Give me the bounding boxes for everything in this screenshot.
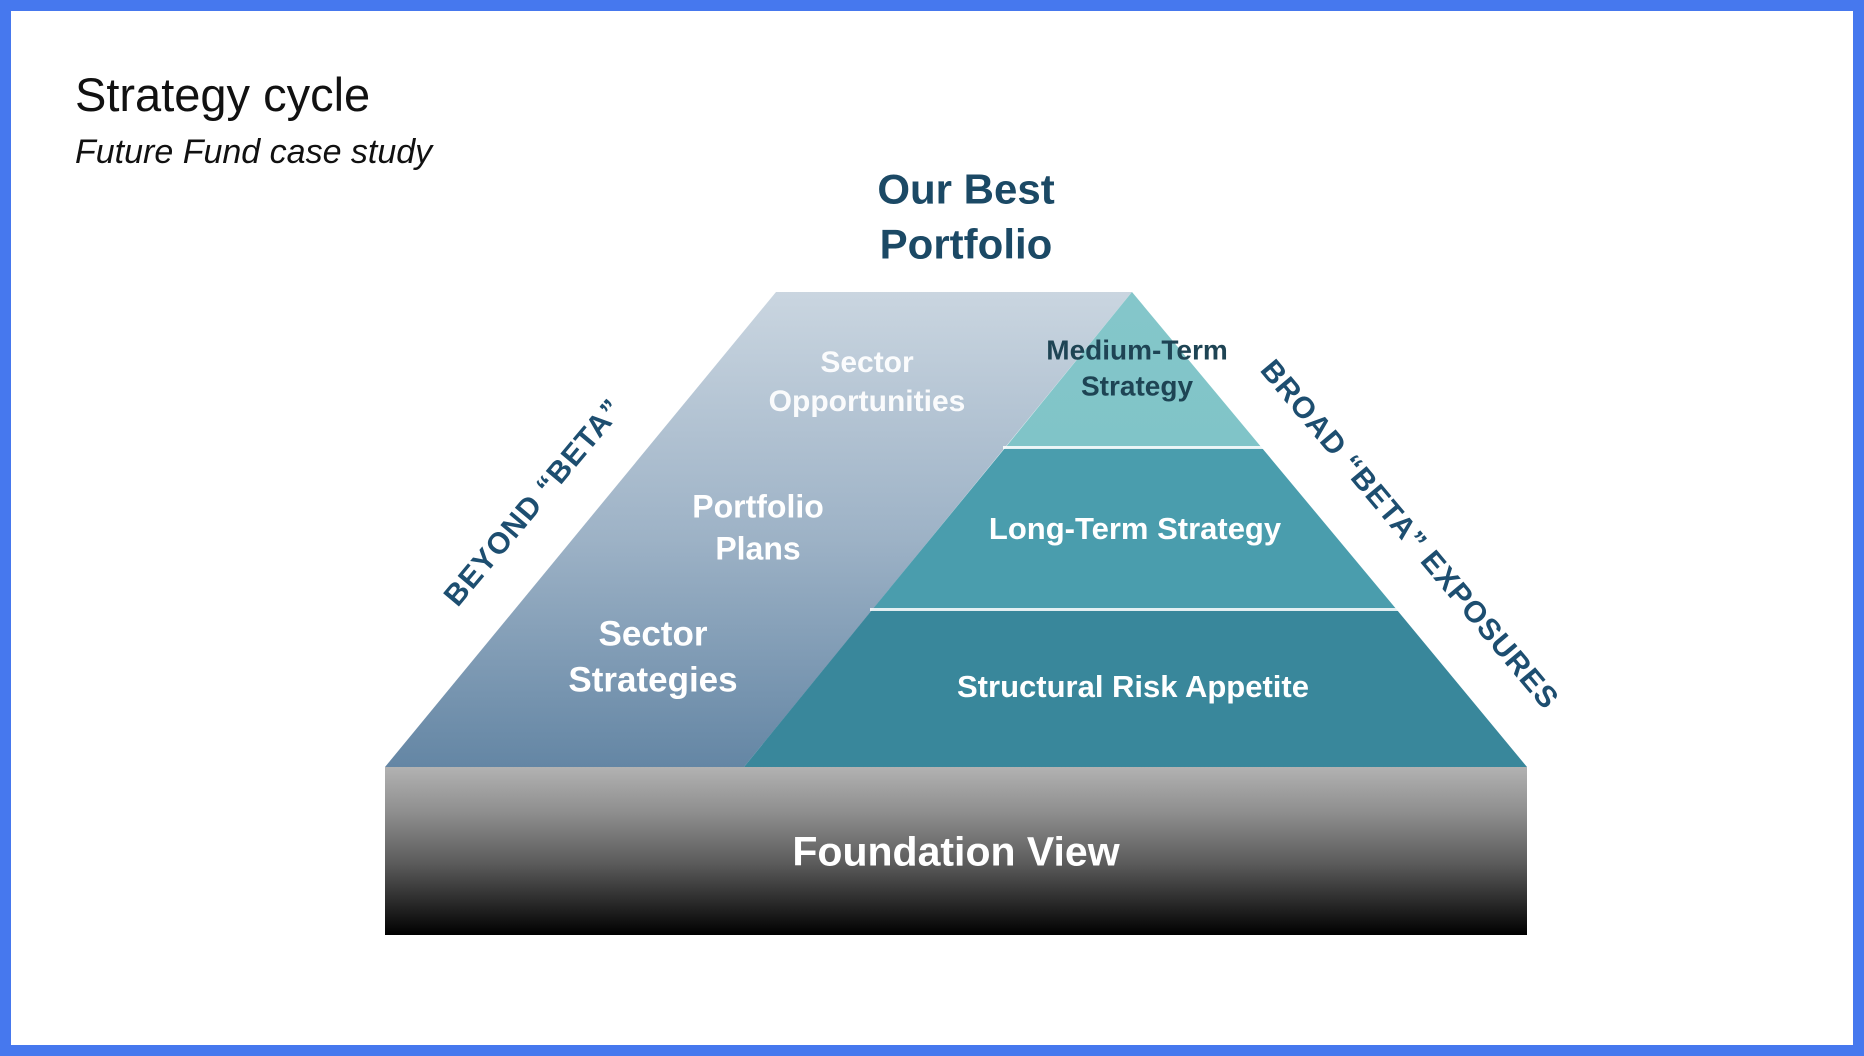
band-separator-line (870, 608, 1399, 611)
base-label-foundation-view: Foundation View (792, 828, 1120, 875)
page-subtitle: Future Fund case study (75, 133, 433, 171)
apex-label: Our Best Portfolio (877, 165, 1055, 267)
left-face-label-sector-strategies: Sector Strategies (568, 614, 738, 700)
page-title: Strategy cycle (75, 68, 371, 121)
right-face-label-medium-term-strategy: Medium-Term Strategy (1046, 334, 1228, 402)
pyramid-band-structural (744, 610, 1527, 767)
left-face-label-sector-opportunities: Sector Opportunities (768, 346, 966, 418)
right-face-label-structural-risk-appetite: Structural Risk Appetite (957, 668, 1309, 704)
band-separator-line (1003, 446, 1263, 449)
left-face-label-portfolio-plans: Portfolio Plans (692, 488, 824, 566)
pyramid-base-bar (385, 767, 1527, 935)
right-face-label-long-term-strategy: Long-Term Strategy (988, 510, 1282, 546)
